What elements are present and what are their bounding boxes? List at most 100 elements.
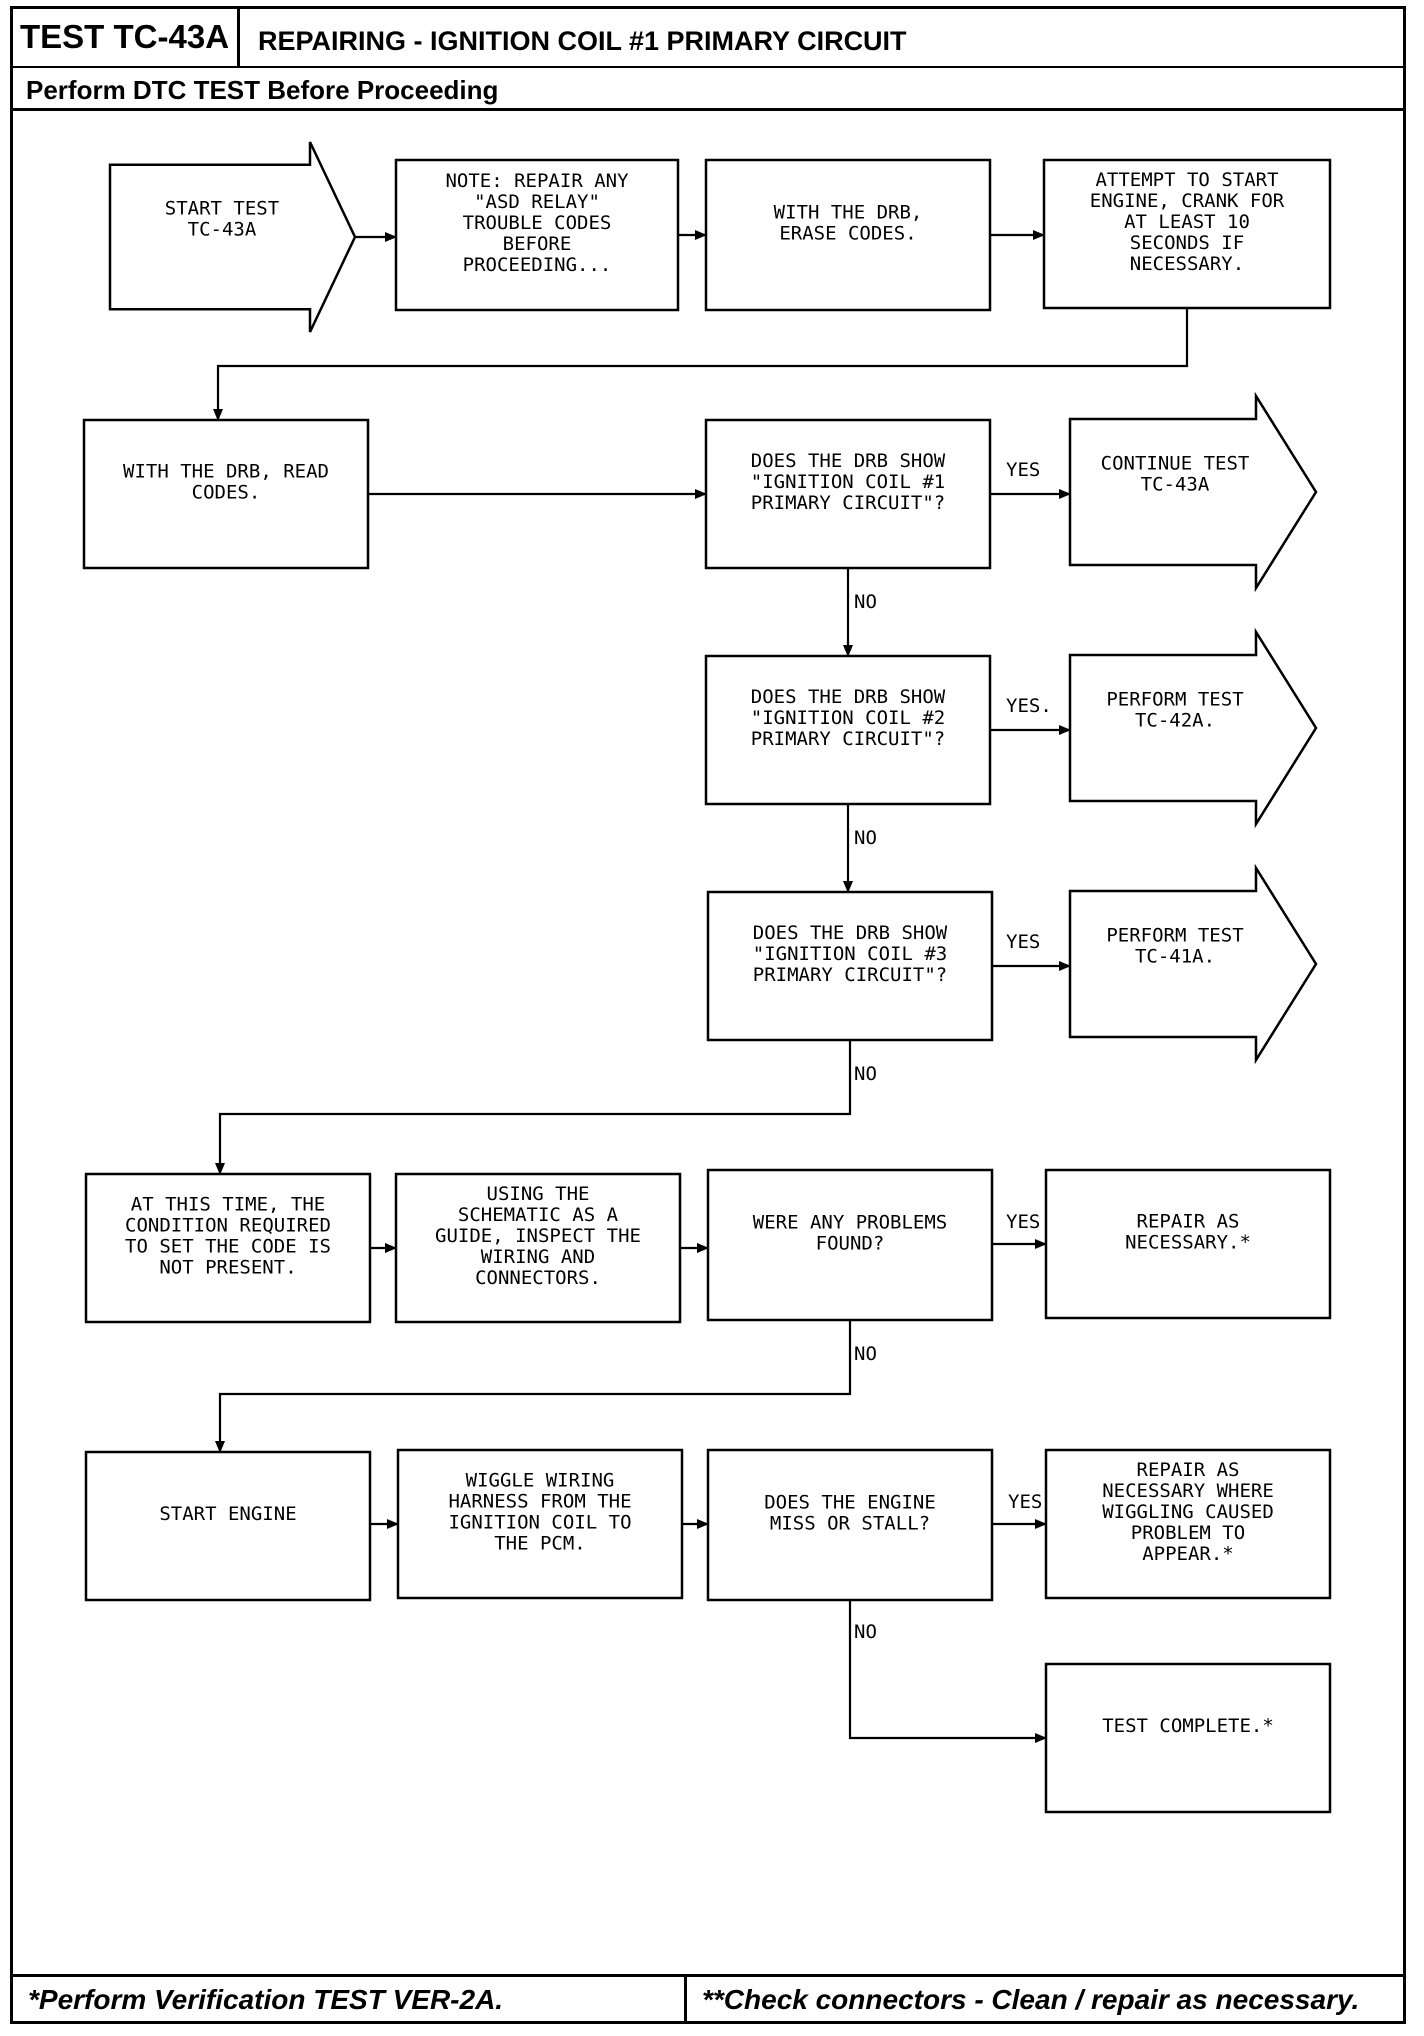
attempt-box (1042, 158, 1332, 310)
schematic-line: SCHEMATIC AS A (458, 1204, 619, 1226)
page-title: REPAIRING - IGNITION COIL #1 PRIMARY CIR… (258, 26, 907, 56)
problems-line: WERE ANY PROBLEMS (753, 1212, 947, 1234)
note-line: TROUBLE CODES (463, 212, 612, 234)
schematic-box (394, 1172, 682, 1324)
miss-box (706, 1448, 994, 1602)
erase-line: ERASE CODES. (779, 223, 916, 245)
footer-note-right: **Check connectors - Clean / repair as n… (702, 1984, 1360, 2015)
tc41-line: PERFORM TEST (1106, 925, 1243, 947)
edge-attempt-read (213, 308, 1189, 421)
start-line: START TEST (165, 198, 279, 220)
repair1-box (1044, 1168, 1332, 1320)
note-box (394, 158, 680, 312)
node-erase: WITH THE DRB,ERASE CODES. (704, 158, 992, 312)
erase-line: WITH THE DRB, (774, 202, 923, 224)
tc42-line: TC-42A. (1135, 710, 1215, 732)
q1-box (704, 418, 992, 570)
start-arrow-shape (108, 141, 357, 333)
attempt-line: SECONDS IF (1130, 232, 1244, 254)
label-no4: NO (854, 1343, 877, 1365)
problems-box (706, 1168, 994, 1322)
node-q1: DOES THE DRB SHOW"IGNITION COIL #1PRIMAR… (704, 418, 992, 570)
wiggle-line: WIGGLE WIRING (466, 1470, 615, 1492)
miss-line: DOES THE ENGINE (764, 1492, 936, 1514)
repair2-line: WIGGLING CAUSED (1102, 1501, 1274, 1523)
note-line: BEFORE (503, 233, 572, 255)
repair2-box (1044, 1448, 1332, 1600)
q2-line: PRIMARY CIRCUIT"? (751, 728, 945, 750)
node-complete: TEST COMPLETE.* (1044, 1662, 1332, 1814)
repair2-line: APPEAR.* (1142, 1543, 1234, 1565)
read-box (82, 418, 370, 570)
complete-line: TEST COMPLETE.* (1102, 1715, 1274, 1737)
repair2-line: REPAIR AS (1137, 1459, 1240, 1481)
edge-miss-no (848, 1600, 1047, 1743)
wiggle-line: IGNITION COIL TO (448, 1512, 631, 1534)
repair1-line: NECESSARY.* (1125, 1232, 1251, 1254)
label-yes5: YES (1008, 1491, 1042, 1513)
wiggle-box (396, 1448, 684, 1600)
label-yes2: YES. (1006, 695, 1052, 717)
erase-box (704, 158, 992, 312)
connectors (213, 230, 1189, 1743)
tc41-arrow-shape (1068, 863, 1318, 1065)
label-yes4: YES (1006, 1211, 1040, 1233)
repair2-line: PROBLEM TO (1131, 1522, 1245, 1544)
attempt-line: AT LEAST 10 (1124, 211, 1250, 233)
tc42-arrow-shape (1068, 627, 1318, 829)
edge-q3-no (215, 1040, 852, 1175)
startengine-line: START ENGINE (159, 1503, 296, 1525)
label-yes1: YES (1006, 459, 1040, 481)
test-id: TEST TC-43A (10, 6, 240, 68)
q3-line: PRIMARY CIRCUIT"? (753, 964, 947, 986)
q1-line: PRIMARY CIRCUIT"? (751, 492, 945, 514)
read-line: CODES. (192, 482, 261, 504)
notpresent-box (84, 1172, 372, 1324)
header-row (10, 6, 1406, 68)
q1-line: DOES THE DRB SHOW (751, 450, 946, 472)
wiggle-line: THE PCM. (494, 1533, 586, 1555)
notpresent-line: AT THIS TIME, THE (131, 1194, 325, 1216)
schematic-line: GUIDE, INSPECT THE (435, 1225, 641, 1247)
complete-box (1044, 1662, 1332, 1814)
footer-divider (10, 1974, 1406, 1977)
q1-line: "IGNITION COIL #1 (751, 471, 945, 493)
schematic-line: USING THE (487, 1183, 590, 1205)
page-frame (10, 6, 1406, 2024)
q3-line: "IGNITION COIL #3 (753, 943, 947, 965)
attempt-line: ATTEMPT TO START (1095, 169, 1278, 191)
q2-line: "IGNITION COIL #2 (751, 707, 945, 729)
tc42-line: PERFORM TEST (1106, 689, 1243, 711)
label-no3: NO (854, 1063, 877, 1085)
header-divider (10, 108, 1406, 111)
continue-line: CONTINUE TEST (1101, 453, 1250, 475)
q3-line: DOES THE DRB SHOW (753, 922, 948, 944)
q2-line: DOES THE DRB SHOW (751, 686, 946, 708)
notpresent-line: CONDITION REQUIRED (125, 1215, 331, 1237)
node-note: NOTE: REPAIR ANY"ASD RELAY"TROUBLE CODES… (394, 158, 680, 312)
miss-line: MISS OR STALL? (770, 1513, 930, 1535)
label-no1: NO (854, 591, 877, 613)
read-line: WITH THE DRB, READ (123, 461, 329, 483)
note-line: PROCEEDING... (463, 254, 612, 276)
node-startengine: START ENGINE (84, 1450, 372, 1602)
node-q3: DOES THE DRB SHOW"IGNITION COIL #3PRIMAR… (706, 890, 994, 1042)
note-line: "ASD RELAY" (474, 191, 600, 213)
label-no5: NO (854, 1621, 877, 1643)
edge-problems-no (215, 1320, 852, 1453)
problems-line: FOUND? (816, 1233, 885, 1255)
q2-box (704, 654, 992, 806)
